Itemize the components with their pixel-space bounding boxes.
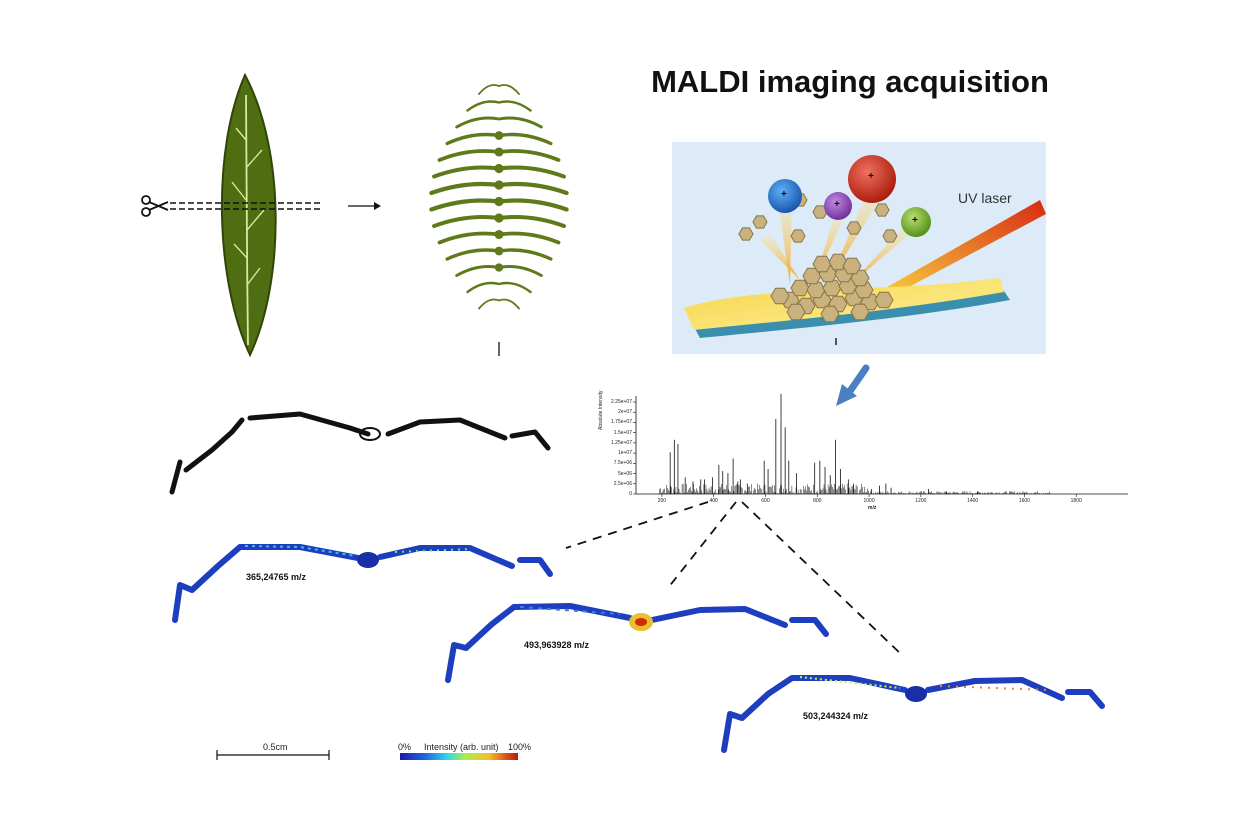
y-tick-label: 1.5e+07 [613, 429, 632, 436]
y-tick-label: 7.5e+06 [613, 460, 632, 467]
y-tick-label: 2e+07 [617, 409, 632, 416]
section-slice [466, 100, 532, 112]
mass-spectrum-chart [633, 393, 1128, 497]
matrix-crystal [790, 229, 806, 243]
section-midrib [494, 131, 504, 140]
y-tick-label: 1.75e+07 [611, 419, 632, 426]
ion-sign: + [868, 171, 874, 182]
matrix-crystal [738, 227, 754, 241]
x-tick-label: 800 [813, 498, 822, 504]
section-midrib [494, 263, 504, 272]
leaf-illustration [220, 72, 277, 358]
heatmap-section-2 [445, 603, 829, 683]
section-midrib [494, 180, 504, 190]
matrix-crystal [752, 215, 768, 229]
x-tick-label: 1600 [1018, 498, 1030, 504]
x-tick-label: 1800 [1070, 498, 1082, 504]
maldi-illustration [672, 142, 1046, 354]
colorbar-max-label: 100% [508, 742, 532, 752]
colorbar-title: Intensity (arb. unit) [424, 742, 499, 752]
heatmap-section-3 [721, 675, 1105, 753]
connector-lines [565, 501, 903, 656]
ion-green [901, 207, 931, 237]
matrix-crystal [806, 281, 826, 299]
spectrum-x-axis-label: m/z [868, 505, 877, 511]
colorbar-min-label: 0% [398, 742, 412, 752]
x-tick-label: 400 [709, 498, 718, 504]
matrix-crystal [790, 279, 810, 297]
scale-bar [216, 750, 330, 760]
ion-sign: + [781, 189, 787, 200]
uv-laser-label: UV laser [958, 190, 1012, 206]
matrix-crystal [786, 303, 806, 321]
mass-label-1: 365,24765 m/z [246, 572, 307, 582]
matrix-crystal [820, 305, 840, 323]
section-midrib [494, 229, 504, 240]
ion-blue [768, 179, 802, 213]
y-tick-label: 2.5e+06 [613, 480, 632, 487]
ion-purple [824, 192, 852, 220]
scissors-icon [141, 195, 169, 217]
heatmap-section-1 [172, 544, 553, 623]
matrix-crystal [874, 291, 894, 309]
process-arrow-icon [348, 202, 381, 210]
y-tick-label: 1.25e+07 [611, 439, 632, 446]
section-slice [478, 298, 520, 310]
matrix-crystal [850, 303, 870, 321]
intensity-colorbar [400, 753, 518, 760]
matrix-crystal [812, 205, 828, 219]
section-midrib [494, 246, 504, 256]
ion-sign: + [834, 199, 840, 210]
section-slice [466, 281, 532, 294]
x-tick-label: 200 [657, 498, 667, 504]
section-midrib [494, 147, 504, 157]
y-tick-label: 0 [629, 491, 632, 497]
y-tick-label: 2.25e+07 [611, 399, 632, 405]
matrix-crystal [874, 203, 890, 217]
section-slice [478, 84, 520, 95]
optical-section-image [169, 411, 551, 495]
ion-red [848, 155, 896, 203]
matrix-crystal [822, 279, 842, 297]
mass-label-2: 493,963928 m/z [524, 640, 590, 650]
section-slice [455, 116, 543, 129]
x-tick-label: 1200 [915, 498, 927, 504]
y-tick-label: 1e+07 [617, 450, 632, 457]
matrix-crystal [842, 257, 862, 275]
down-arrow-icon [836, 364, 870, 406]
matrix-crystal [812, 255, 832, 273]
leaf-sections [429, 84, 569, 310]
section-midrib [494, 163, 504, 174]
matrix-crystal [846, 221, 862, 235]
x-tick-label: 1000 [863, 498, 875, 504]
matrix-crystal [882, 229, 898, 243]
scale-bar-label: 0.5cm [263, 742, 288, 752]
section-midrib [494, 196, 504, 207]
x-tick-label: 600 [761, 498, 770, 504]
cut-line [170, 202, 322, 210]
x-tick-label: 1400 [967, 498, 979, 504]
y-tick-label: 5e+06 [617, 470, 632, 477]
figure-title: MALDI imaging acquisition [651, 64, 1049, 99]
ion-sign: + [912, 215, 918, 226]
section-midrib [494, 213, 504, 223]
matrix-crystal [770, 287, 790, 305]
mass-label-3: 503,244324 m/z [803, 711, 869, 721]
